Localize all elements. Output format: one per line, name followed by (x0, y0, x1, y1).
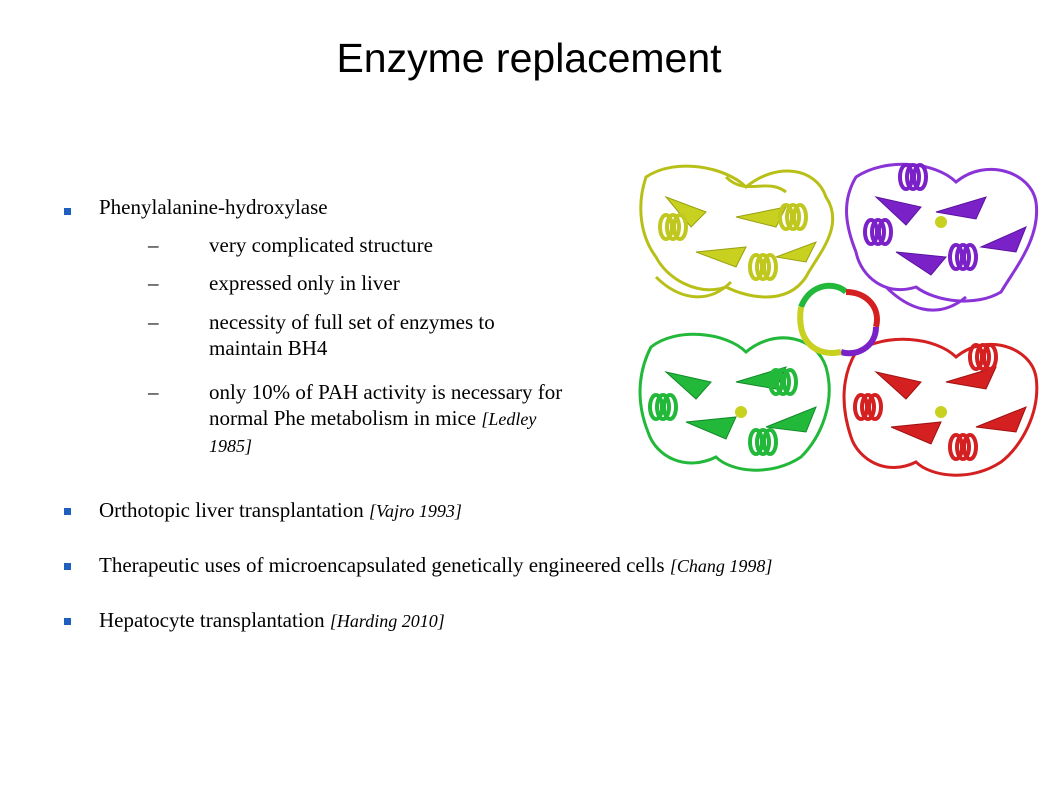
subunit-red (842, 337, 1039, 477)
subunit-purple (845, 162, 1039, 312)
central-helix-ring (797, 282, 880, 357)
sub-bullet-dash: – (148, 310, 159, 334)
bullet-text: Orthotopic liver transplantation (99, 498, 364, 522)
bullet-marker (64, 508, 71, 515)
sub-bullet-pah-activity: only 10% of PAH activity is necessary fo… (209, 379, 569, 459)
bullet-marker (64, 618, 71, 625)
sub-bullet-dash: – (148, 271, 159, 295)
bullet-microencapsulated-cells: Therapeutic uses of microencapsulated ge… (99, 552, 772, 579)
citation: [Chang 1998] (669, 556, 773, 576)
sub-bullet-structure: very complicated structure (209, 233, 433, 257)
sub-bullet-text: only 10% of PAH activity is necessary fo… (209, 380, 563, 430)
slide-title: Enzyme replacement (336, 35, 722, 81)
bullet-hepatocyte-transplantation: Hepatocyte transplantation [Harding 2010… (99, 607, 445, 634)
sub-bullet-dash: – (148, 233, 159, 257)
bullet-phenylalanine-hydroxylase: Phenylalanine-hydroxylase (99, 194, 328, 220)
sub-bullet-dash: – (148, 380, 159, 404)
sub-bullet-liver: expressed only in liver (209, 271, 400, 295)
sub-bullet-bh4: necessity of full set of enzymes to main… (209, 310, 495, 360)
bullet-marker (64, 563, 71, 570)
bullet-text: Therapeutic uses of microencapsulated ge… (99, 553, 665, 577)
bullet-text: Phenylalanine-hydroxylase (99, 195, 328, 219)
bullet-liver-transplantation: Orthotopic liver transplantation [Vajro … (99, 497, 462, 524)
subunit-green (638, 332, 831, 472)
bullet-marker (64, 208, 71, 215)
protein-structure-icon (638, 162, 1039, 477)
bullet-text: Hepatocyte transplantation (99, 608, 325, 632)
citation: [Vajro 1993] (369, 501, 462, 521)
subunit-yellow (639, 164, 835, 299)
citation: [Ledley 1985] (209, 409, 537, 456)
citation: [Harding 2010] (329, 611, 445, 631)
